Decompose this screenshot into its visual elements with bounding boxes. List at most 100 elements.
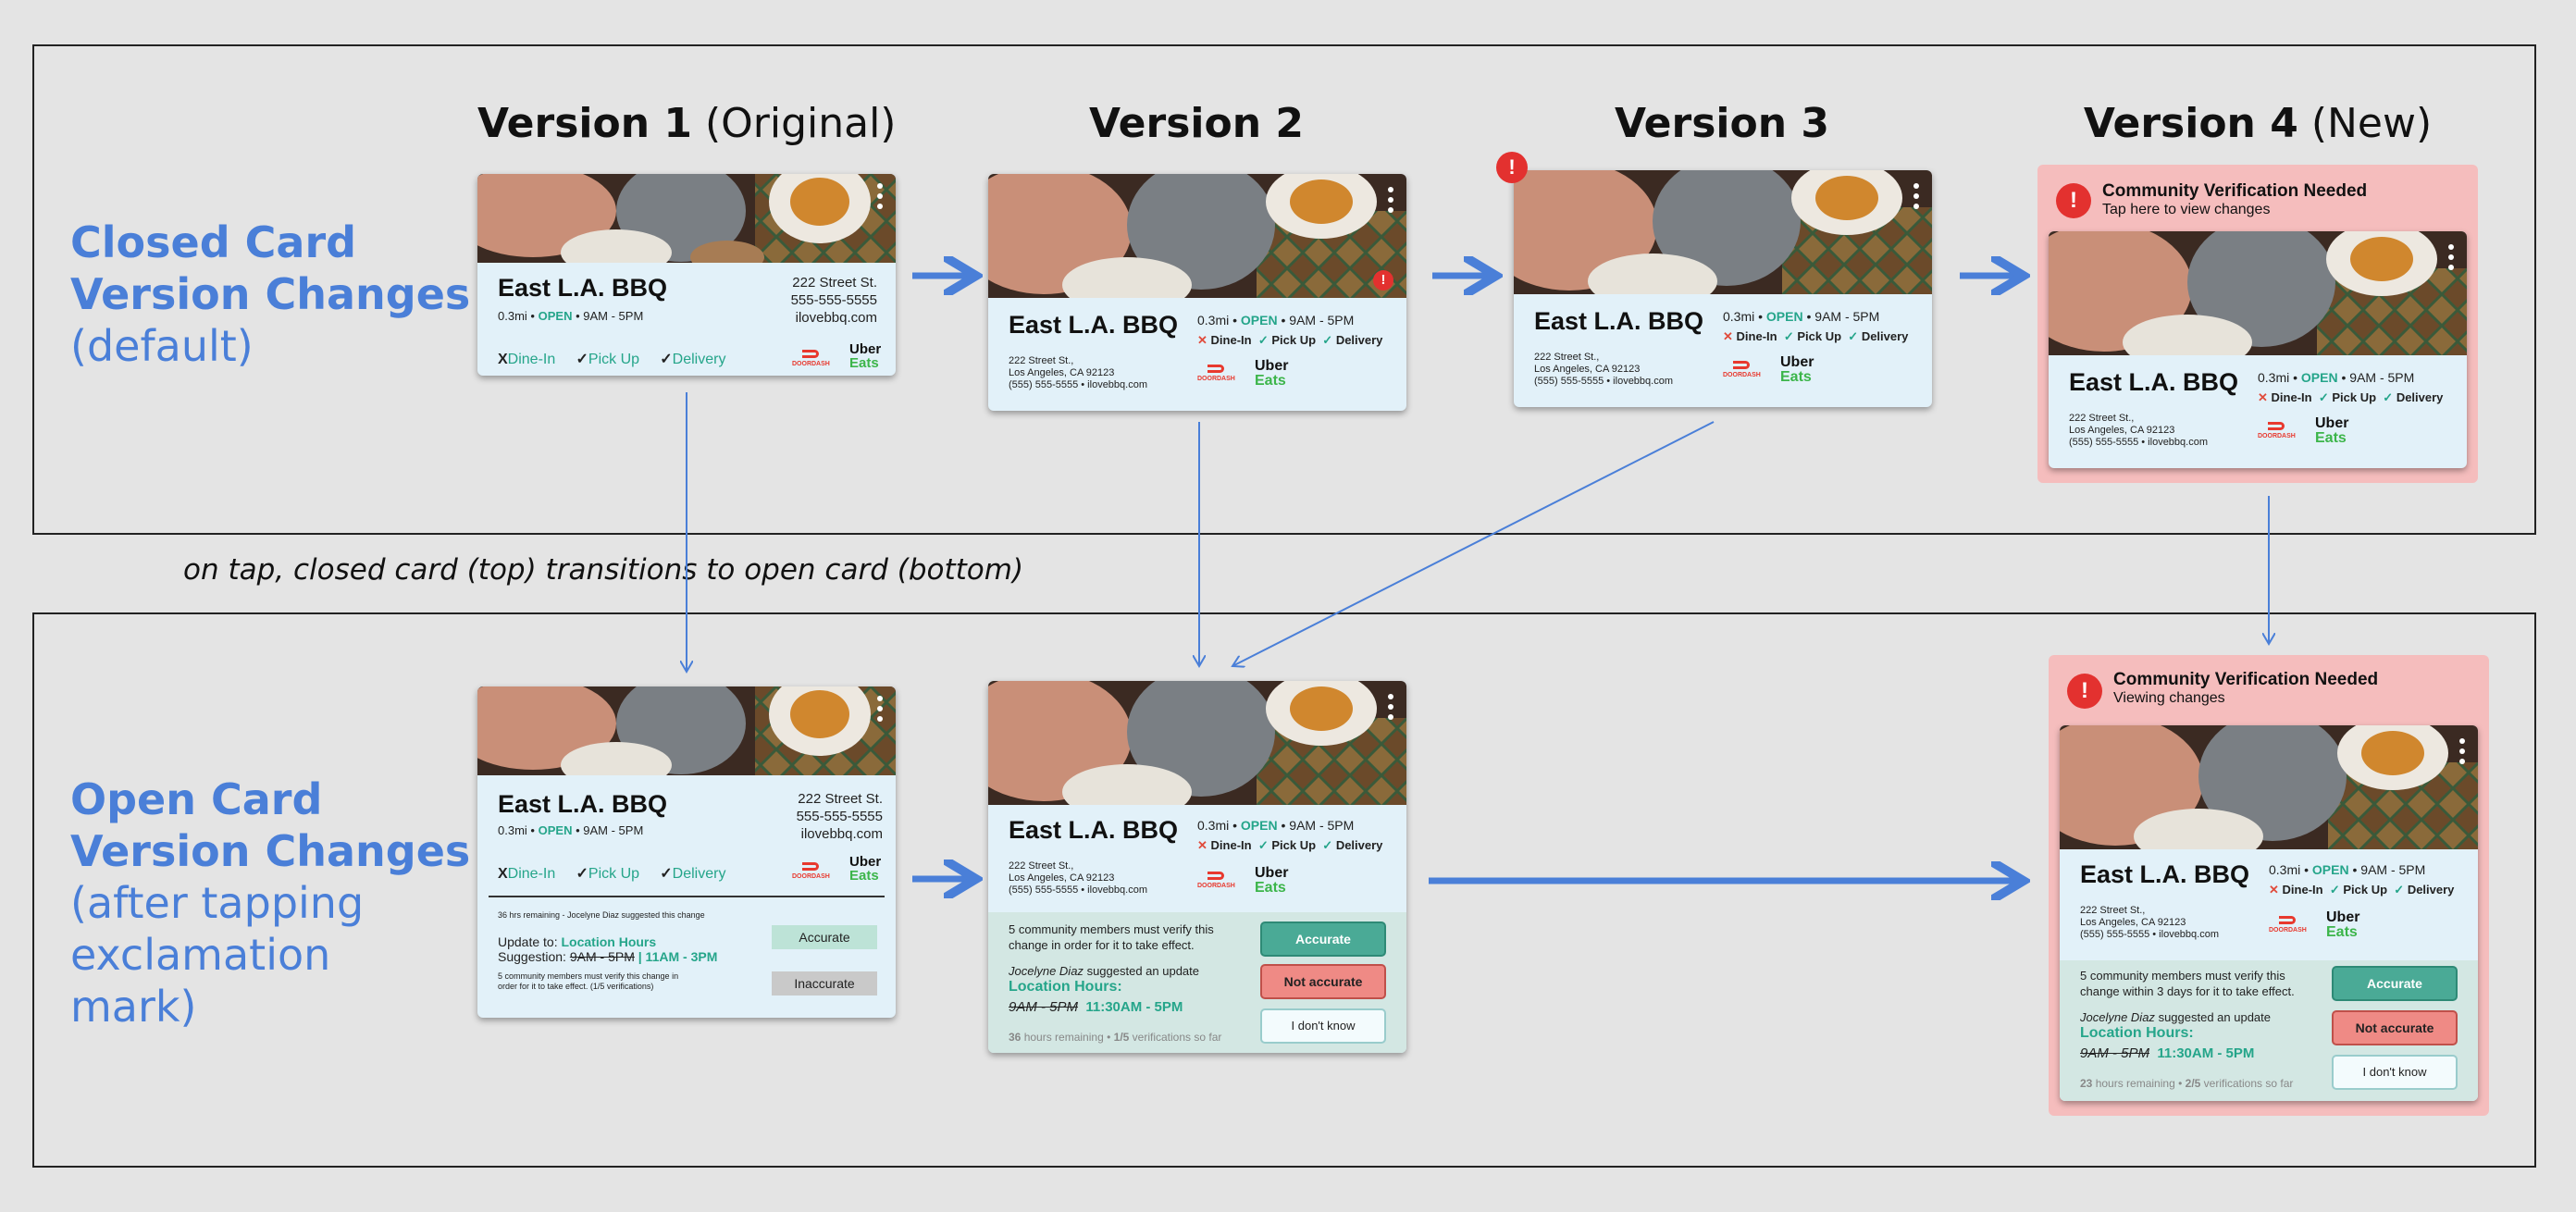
remaining-note: 36 hrs remaining - Jocelyne Diaz suggest… (498, 910, 705, 920)
service-options: ✕ Dine-In ✓ Pick Up ✓ Delivery (1197, 333, 1383, 347)
v2-closed-card[interactable]: ! East L.A. BBQ 0.3mi • OPEN • 9AM - 5PM… (988, 174, 1406, 411)
v4-closed-verification-banner[interactable]: ! Community Verification Needed Tap here… (2037, 165, 2478, 483)
restaurant-name: East L.A. BBQ (1009, 311, 1179, 339)
progress-line: 36 hours remaining • 1/5 verifications s… (1009, 1031, 1222, 1044)
suggestion-line: Suggestion: 9AM - 5PM | 11AM - 3PM (498, 949, 718, 964)
more-options-icon[interactable] (1388, 187, 1393, 217)
restaurant-photo (2060, 725, 2478, 849)
restaurant-name: East L.A. BBQ (2080, 860, 2250, 888)
v3-alert-icon[interactable]: ! (1496, 152, 1528, 183)
header-version-3: Version 3 (1615, 100, 1829, 147)
doordash-logo[interactable]: DOORDASH (2269, 916, 2307, 935)
service-options: ✕ Dine-In ✓ Pick Up ✓ Delivery (1197, 838, 1383, 852)
restaurant-meta: 0.3mi • OPEN • 9AM - 5PM (1197, 313, 1355, 328)
restaurant-name: East L.A. BBQ (2069, 368, 2239, 396)
update-to-line: Update to: Location Hours (498, 934, 657, 949)
more-options-icon[interactable] (2459, 738, 2465, 769)
header-version-2: Version 2 (1089, 100, 1304, 147)
more-options-icon[interactable] (877, 183, 883, 214)
restaurant-name: East L.A. BBQ (498, 274, 668, 302)
restaurant-name: East L.A. BBQ (1009, 816, 1179, 844)
restaurant-meta: 0.3mi • OPEN • 9AM - 5PM (1723, 309, 1880, 324)
v2-open-card[interactable]: East L.A. BBQ 0.3mi • OPEN • 9AM - 5PM ✕… (988, 681, 1406, 1053)
open-card-section (32, 612, 2536, 1168)
v4-closed-card[interactable]: East L.A. BBQ 0.3mi • OPEN • 9AM - 5PM ✕… (2049, 231, 2467, 468)
restaurant-photo (1514, 170, 1932, 294)
more-options-icon[interactable] (1388, 694, 1393, 724)
service-options: XDine-In ✓Pick Up ✓Delivery (498, 352, 726, 367)
banner-title: Community Verification Needed (2113, 670, 2379, 689)
v4-open-card[interactable]: East L.A. BBQ 0.3mi • OPEN • 9AM - 5PM ✕… (2060, 725, 2478, 1101)
verify-note: 5 community members must verify this cha… (498, 971, 679, 991)
progress-line: 23 hours remaining • 2/5 verifications s… (2080, 1077, 2294, 1090)
doordash-logo[interactable]: DOORDASH (2258, 422, 2296, 441)
v3-closed-card[interactable]: East L.A. BBQ 0.3mi • OPEN • 9AM - 5PM ✕… (1514, 170, 1932, 407)
suggester-line: Jocelyne Diaz suggested an update (2080, 1010, 2271, 1024)
service-options: XDine-In ✓Pick Up ✓Delivery (498, 866, 726, 882)
alert-icon[interactable]: ! (1373, 270, 1393, 291)
restaurant-meta: 0.3mi • OPEN • 9AM - 5PM (1197, 818, 1355, 833)
restaurant-address: 222 Street St.,Los Angeles, CA 92123(555… (1534, 352, 1673, 387)
restaurant-address: 222 Street St.,Los Angeles, CA 92123(555… (1009, 355, 1147, 390)
restaurant-meta: 0.3mi • OPEN • 9AM - 5PM (2269, 862, 2426, 877)
doordash-logo[interactable]: DOORDASH (792, 862, 830, 882)
accurate-button[interactable]: Accurate (2332, 966, 2458, 1001)
header-version-1: Version 1 (Original) (477, 100, 897, 147)
v1-open-card[interactable]: East L.A. BBQ 0.3mi • OPEN • 9AM - 5PM 2… (477, 686, 896, 1018)
not-accurate-button[interactable]: Not accurate (1260, 964, 1386, 999)
service-options: ✕ Dine-In ✓ Pick Up ✓ Delivery (2269, 883, 2455, 897)
location-hours-label: Location Hours: (2080, 1025, 2194, 1041)
doordash-logo[interactable]: DOORDASH (1197, 872, 1235, 891)
more-options-icon[interactable] (1913, 183, 1919, 214)
v4-open-verification-banner[interactable]: ! Community Verification Needed Viewing … (2049, 655, 2489, 1116)
doordash-logo[interactable]: DOORDASH (1197, 365, 1235, 384)
alert-icon: ! (2056, 183, 2091, 218)
location-hours-label: Location Hours: (1009, 979, 1122, 995)
accurate-button[interactable]: Accurate (1260, 921, 1386, 957)
v1-closed-card[interactable]: East L.A. BBQ 0.3mi • OPEN • 9AM - 5PM 2… (477, 174, 896, 376)
restaurant-address: 222 Street St.,Los Angeles, CA 92123(555… (1009, 860, 1147, 896)
doordash-logo[interactable]: DOORDASH (792, 350, 830, 369)
restaurant-meta: 0.3mi • OPEN • 9AM - 5PM (498, 823, 644, 837)
restaurant-photo (988, 174, 1406, 298)
restaurant-address: 222 Street St.,Los Angeles, CA 92123(555… (2080, 905, 2219, 940)
doordash-logo[interactable]: DOORDASH (1723, 361, 1761, 380)
suggester-line: Jocelyne Diaz suggested an update (1009, 964, 1199, 978)
restaurant-photo (2049, 231, 2467, 355)
banner-subtitle: Viewing changes (2113, 690, 2225, 706)
service-options: ✕ Dine-In ✓ Pick Up ✓ Delivery (1723, 329, 1909, 343)
restaurant-name: East L.A. BBQ (1534, 307, 1704, 335)
dont-know-button[interactable]: I don't know (1260, 1008, 1386, 1044)
restaurant-photo (477, 686, 896, 775)
accurate-button[interactable]: Accurate (772, 925, 877, 949)
banner-subtitle: Tap here to view changes (2102, 202, 2271, 217)
closed-card-section (32, 44, 2536, 535)
restaurant-meta: 0.3mi • OPEN • 9AM - 5PM (2258, 370, 2415, 385)
alert-icon: ! (2067, 674, 2102, 709)
hours-change: 9AM - 5PM 11:30AM - 5PM (2080, 1045, 2255, 1061)
more-options-icon[interactable] (877, 696, 883, 726)
dont-know-button[interactable]: I don't know (2332, 1055, 2458, 1090)
not-accurate-button[interactable]: Not accurate (2332, 1010, 2458, 1045)
hours-change: 9AM - 5PM 11:30AM - 5PM (1009, 999, 1183, 1015)
restaurant-address: 222 Street St.,Los Angeles, CA 92123(555… (2069, 413, 2208, 448)
restaurant-name: East L.A. BBQ (498, 790, 668, 818)
more-options-icon[interactable] (2448, 244, 2454, 275)
inaccurate-button[interactable]: Inaccurate (772, 971, 877, 996)
service-options: ✕ Dine-In ✓ Pick Up ✓ Delivery (2258, 390, 2444, 404)
restaurant-meta: 0.3mi • OPEN • 9AM - 5PM (498, 309, 644, 323)
